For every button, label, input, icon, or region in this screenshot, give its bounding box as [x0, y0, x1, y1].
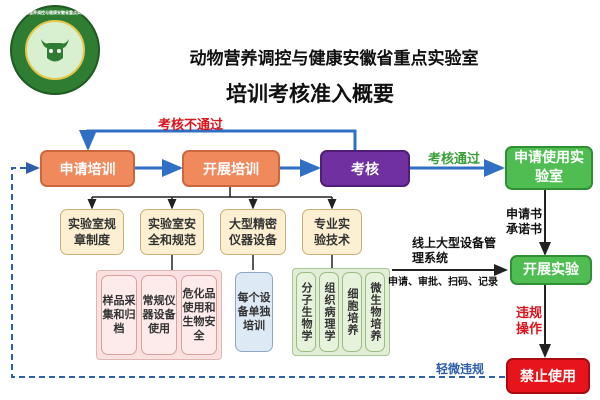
technique-item-cell-culture: 细胞培养: [342, 272, 362, 352]
logo-inner-circle: [25, 20, 85, 80]
fail-label: 考核不通过: [158, 118, 224, 133]
equipment-item-individual: 每个设备单独培训: [235, 272, 273, 352]
safety-item-hazardous-chemicals: 危化品使用和生物安全: [181, 275, 217, 355]
apply-training-box: 申请培训: [40, 150, 135, 187]
safety-item-routine-equipment: 常规仪器设备使用: [141, 275, 177, 355]
technique-item-microbial-culture: 微生物培养: [365, 272, 385, 352]
apply-lab-use-box: 申请使用实验室: [505, 146, 593, 190]
online-steps-label: 申请、审批、扫码、记录: [388, 277, 498, 288]
conduct-experiment-box: 开展实验: [510, 255, 592, 285]
pass-label: 考核通过: [428, 152, 481, 167]
minor-violation-label: 轻微违规: [436, 362, 485, 376]
module-precision-equipment: 大型精密仪器设备: [220, 209, 286, 255]
module-professional-technique: 专业实验技术: [302, 209, 362, 255]
page-subtitle: 培训考核准入概要: [226, 82, 394, 106]
module-lab-safety: 实验室安全和规范: [140, 209, 204, 255]
page-title: 动物营养调控与健康安徽省重点实验室: [189, 49, 479, 69]
logo-text: 动物营养调控与健康安徽省重点实验室: [21, 10, 89, 15]
violation-label: 违规操作: [516, 306, 543, 337]
technique-item-molecular-biology: 分子生物学: [296, 272, 316, 352]
online-system-label: 线上大型设备管理系统: [412, 236, 497, 265]
safety-item-sampling: 样品采集和归档: [101, 275, 137, 355]
lab-logo: 动物营养调控与健康安徽省重点实验室: [10, 5, 100, 95]
fail-loop-arrow: [79, 129, 357, 151]
conduct-training-box: 开展培训: [182, 150, 280, 187]
module-lab-rules: 实验室规章制度: [60, 209, 124, 255]
assessment-box: 考核: [320, 150, 410, 187]
technique-item-histopathology: 组织病理学: [319, 272, 339, 352]
ban-use-box: 禁止使用: [506, 358, 590, 394]
application-docs-label: 申请书承诺书: [506, 207, 543, 236]
ox-head-icon: [41, 39, 69, 62]
minor-violation-loop: [11, 162, 505, 378]
